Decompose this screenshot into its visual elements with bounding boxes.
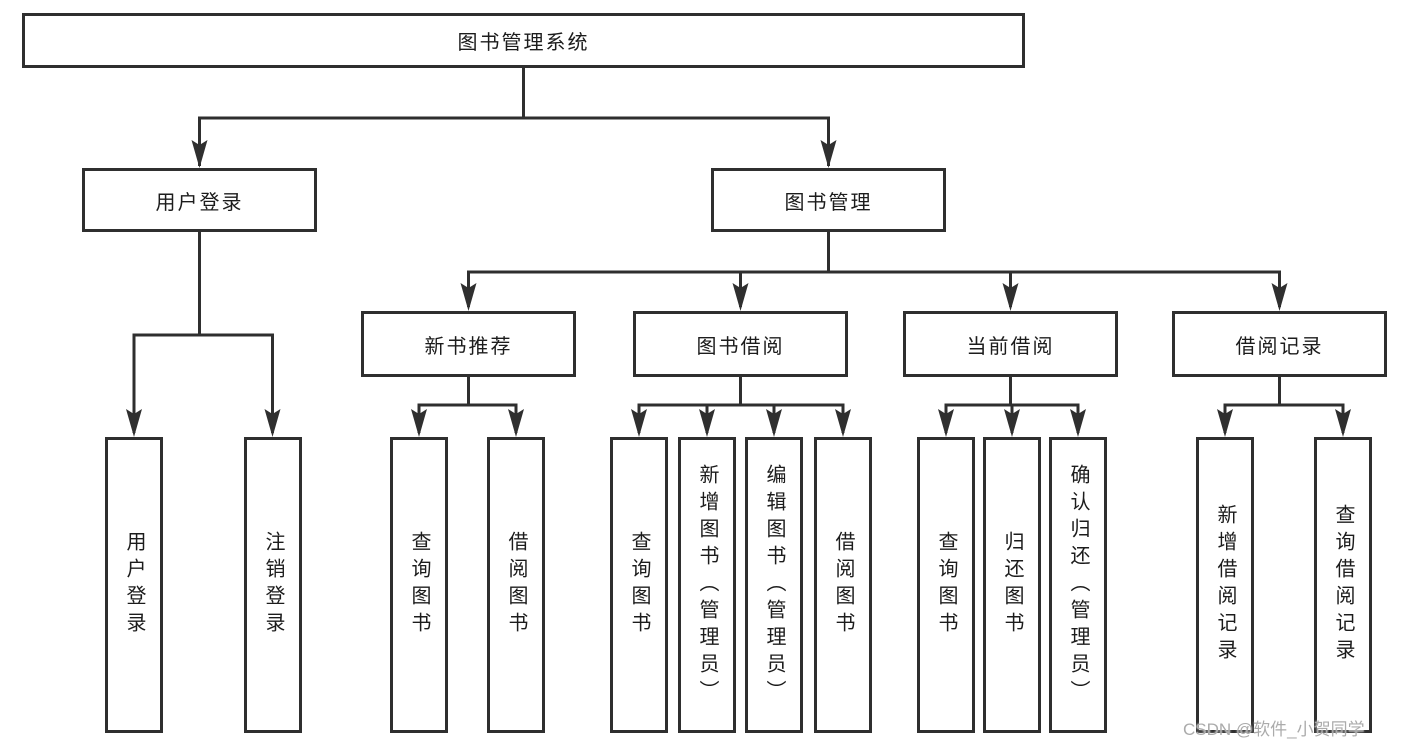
arrowhead xyxy=(264,409,281,437)
arrowhead xyxy=(820,140,837,168)
arrowhead xyxy=(835,409,851,437)
connector-newbookrec-to-leaves xyxy=(417,377,518,433)
node-user-login-label: 用户登录 xyxy=(155,191,244,214)
leaf-add-books-admin: 新增图书（管理员） xyxy=(678,437,736,733)
connector-userlogin-to-leaves xyxy=(132,232,274,433)
arrowhead xyxy=(1217,409,1233,437)
node-root-system: 图书管理系统 xyxy=(22,13,1025,68)
connector-bookmgmt-to-level3 xyxy=(467,232,1281,307)
connector-root-to-level2 xyxy=(198,68,830,166)
leaf-borrow-books-recommend: 借阅图书 xyxy=(487,437,545,733)
leaf-user-login: 用户登录 xyxy=(105,437,163,733)
node-borrow-records: 借阅记录 xyxy=(1172,311,1387,377)
leaf-borrow-books-label: 借阅图书 xyxy=(832,531,854,639)
leaf-borrow-books: 借阅图书 xyxy=(814,437,872,733)
connector-borrowrecords-to-leaves xyxy=(1223,377,1345,433)
node-current-borrow: 当前借阅 xyxy=(903,311,1118,377)
leaf-borrow-books-recommend-label: 借阅图书 xyxy=(505,531,527,639)
arrowhead xyxy=(460,283,477,311)
arrowhead xyxy=(411,409,427,437)
arrowhead xyxy=(126,409,142,437)
arrowhead xyxy=(1271,283,1288,311)
node-book-borrow: 图书借阅 xyxy=(633,311,848,377)
connector-bookborrow-to-leaves xyxy=(637,377,845,433)
leaf-query-books-recommend-label: 查询图书 xyxy=(408,531,430,639)
leaf-add-borrow-record: 新增借阅记录 xyxy=(1196,437,1254,733)
arrowhead xyxy=(1070,409,1086,437)
node-root-system-label: 图书管理系统 xyxy=(457,32,590,54)
leaf-return-books-label: 归还图书 xyxy=(1001,531,1023,639)
arrowheads xyxy=(126,140,1351,437)
leaf-query-borrow-record-label: 查询借阅记录 xyxy=(1332,504,1354,666)
node-user-login: 用户登录 xyxy=(82,168,317,232)
leaf-query-books-current: 查询图书 xyxy=(917,437,975,733)
leaf-query-books-current-label: 查询图书 xyxy=(935,531,957,639)
arrowhead xyxy=(1335,409,1351,437)
arrowhead xyxy=(699,409,715,437)
node-book-management-label: 图书管理 xyxy=(784,191,873,214)
arrowhead xyxy=(1004,409,1020,437)
node-borrow-records-label: 借阅记录 xyxy=(1235,335,1324,358)
leaf-query-books-recommend: 查询图书 xyxy=(390,437,448,733)
node-current-borrow-label: 当前借阅 xyxy=(966,335,1055,358)
arrowhead xyxy=(508,409,524,437)
leaf-query-books-borrow-label: 查询图书 xyxy=(628,531,650,639)
arrowhead xyxy=(938,409,954,437)
csdn-watermark: CSDN @软件_小贺同学 xyxy=(1183,720,1365,739)
arrowhead xyxy=(766,409,782,437)
arrowhead xyxy=(1002,283,1019,311)
leaf-add-books-admin-label: 新增图书（管理员） xyxy=(696,463,718,707)
leaf-query-borrow-record: 查询借阅记录 xyxy=(1314,437,1372,733)
leaf-confirm-return-admin-label: 确认归还（管理员） xyxy=(1067,463,1089,707)
node-book-borrow-label: 图书借阅 xyxy=(696,335,785,358)
leaf-confirm-return-admin: 确认归还（管理员） xyxy=(1049,437,1107,733)
node-new-book-recommend-label: 新书推荐 xyxy=(424,335,513,358)
leaf-logout: 注销登录 xyxy=(244,437,302,733)
node-book-management: 图书管理 xyxy=(711,168,946,232)
arrowhead xyxy=(191,140,208,168)
arrowhead xyxy=(732,283,749,311)
leaf-logout-label: 注销登录 xyxy=(262,531,284,639)
leaf-query-books-borrow: 查询图书 xyxy=(610,437,668,733)
leaf-edit-books-admin-label: 编辑图书（管理员） xyxy=(763,463,785,707)
leaf-edit-books-admin: 编辑图书（管理员） xyxy=(745,437,803,733)
leaf-return-books: 归还图书 xyxy=(983,437,1041,733)
node-new-book-recommend: 新书推荐 xyxy=(361,311,576,377)
leaf-add-borrow-record-label: 新增借阅记录 xyxy=(1214,504,1236,666)
leaf-user-login-label: 用户登录 xyxy=(123,531,145,639)
arrowhead xyxy=(631,409,647,437)
